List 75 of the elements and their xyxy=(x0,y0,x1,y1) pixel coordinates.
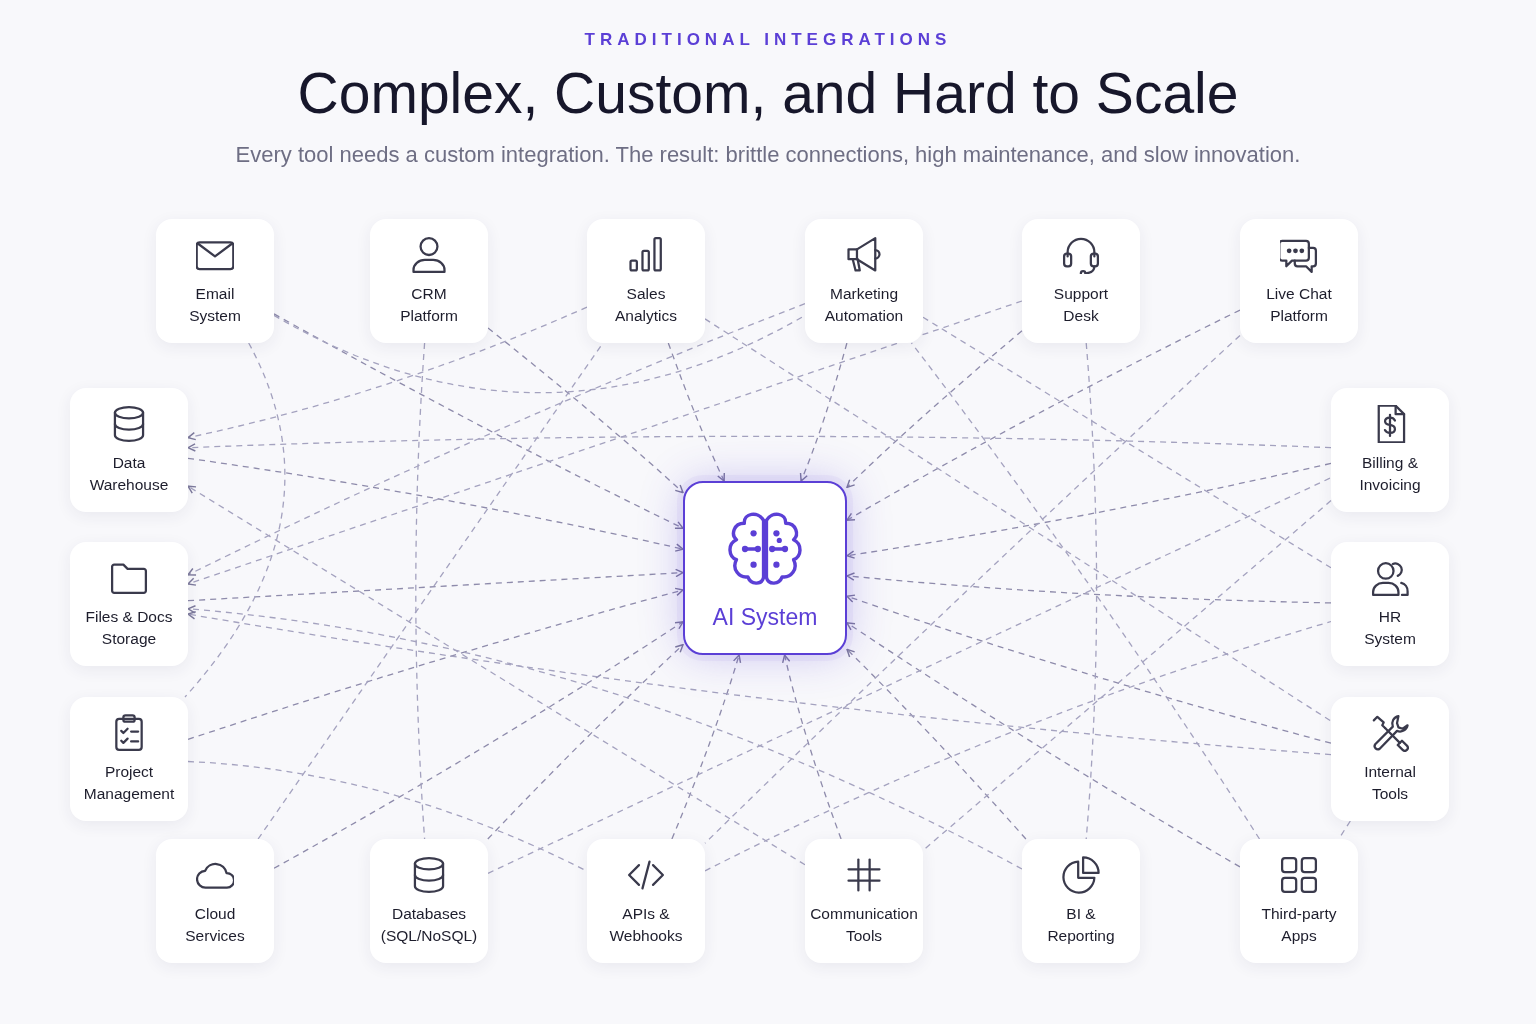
dashed-connector xyxy=(487,644,684,840)
dashed-connector xyxy=(846,572,1332,604)
node-label: Billing & Invoicing xyxy=(1358,453,1422,495)
node-label: HR System xyxy=(1363,607,1417,649)
tool-card xyxy=(1240,219,1358,343)
dashed-connector xyxy=(187,611,1332,756)
tool-card xyxy=(805,219,923,343)
subtitle: Every tool needs a custom integration. The result: brittle connections, high maintenance, and slow innovation. xyxy=(235,141,1301,169)
tool-card xyxy=(587,219,705,343)
tool-card xyxy=(1331,542,1449,666)
dashed-connector xyxy=(667,342,726,482)
dashed-connector xyxy=(187,300,1023,586)
node-label: Databases (SQL/NoSQL) xyxy=(379,904,479,946)
node-label: Live Chat Platform xyxy=(1265,284,1333,326)
tool-card xyxy=(587,839,705,963)
dashed-connector xyxy=(187,587,684,741)
tool-card xyxy=(805,839,923,963)
tool-card xyxy=(1240,839,1358,963)
dashed-connector xyxy=(782,654,842,840)
node-label: Third-party Apps xyxy=(1260,904,1338,946)
tool-card xyxy=(70,697,188,821)
dashed-connector xyxy=(910,342,1261,840)
node-label: Email System xyxy=(188,284,242,326)
dashed-connector xyxy=(187,303,806,576)
dashed-connector xyxy=(487,327,684,494)
node-label: Sales Analytics xyxy=(614,284,678,326)
dashed-connector xyxy=(704,620,1332,872)
hub-card xyxy=(683,481,847,655)
dashed-connector xyxy=(846,330,1023,489)
tool-card xyxy=(1022,219,1140,343)
dashed-connector xyxy=(922,316,1332,569)
dashed-connector xyxy=(187,435,1332,452)
tool-card xyxy=(1331,697,1449,821)
dashed-connector xyxy=(1085,342,1098,840)
tool-card xyxy=(70,542,188,666)
dashed-connector xyxy=(273,313,684,529)
node-label: Data Warehouse xyxy=(88,453,170,495)
tool-card xyxy=(1022,839,1140,963)
dashed-connector xyxy=(187,457,684,552)
node-label: Files & Docs Storage xyxy=(84,607,174,649)
dashed-connector xyxy=(415,342,426,840)
heading: Complex, Custom, and Hard to Scale xyxy=(297,60,1239,127)
dashed-connector xyxy=(187,306,588,441)
dashed-connector xyxy=(846,648,1027,840)
node-label: Internal Tools xyxy=(1363,762,1417,804)
tool-card xyxy=(370,219,488,343)
tool-card xyxy=(70,388,188,512)
dashed-connector xyxy=(704,334,1241,844)
tool-card xyxy=(156,219,274,343)
node-label: Project Management xyxy=(82,762,176,804)
tool-card xyxy=(1331,388,1449,512)
eyebrow-label: TRADITIONAL INTEGRATIONS xyxy=(584,30,952,50)
dashed-connector xyxy=(273,621,684,869)
dashed-connector xyxy=(704,318,1332,722)
node-label: Cloud Services xyxy=(184,904,246,946)
node-label: BI & Reporting xyxy=(1046,904,1116,946)
node-label: APIs & Webhooks xyxy=(608,904,684,946)
dashed-connector xyxy=(184,342,286,698)
dashed-connector xyxy=(487,477,1332,874)
dashed-connector xyxy=(846,462,1332,559)
dashed-connector xyxy=(846,594,1332,744)
node-label: CRM Platform xyxy=(399,284,459,326)
dashed-connector xyxy=(671,654,742,840)
tool-card xyxy=(370,839,488,963)
dashed-connector xyxy=(187,485,806,866)
dashed-connector xyxy=(187,605,1023,870)
dashed-connector xyxy=(799,342,848,482)
dashed-connector xyxy=(846,309,1241,521)
node-label: Communication Tools xyxy=(809,904,919,946)
hub-label: AI System xyxy=(711,603,819,631)
node-label: Support Desk xyxy=(1052,284,1110,326)
tool-card xyxy=(156,839,274,963)
node-label: Marketing Automation xyxy=(823,284,905,326)
dashed-connector xyxy=(187,568,684,602)
dashed-connector xyxy=(846,622,1241,868)
